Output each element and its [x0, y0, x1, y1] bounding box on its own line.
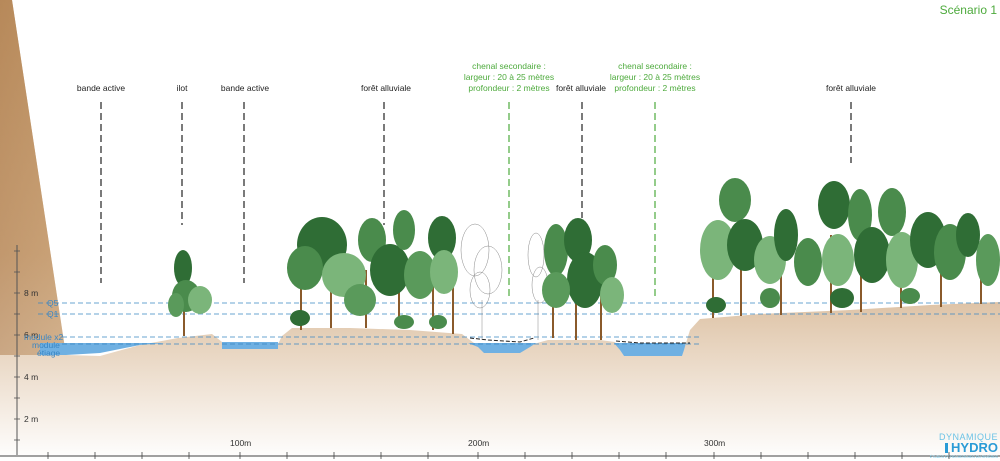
- chenal-1-line2: largeur : 20 à 25 mètres: [464, 72, 554, 82]
- chenal-1-line1: chenal secondaire :: [472, 61, 546, 71]
- secondary-channel-2-water: [614, 343, 686, 356]
- module-label: module: [32, 340, 60, 350]
- logo-top-text: DYNAMIQUE: [939, 432, 998, 442]
- label-foret-alluviale-2: forêt alluviale: [556, 83, 606, 93]
- chenal-2-line3: profondeur : 2 mètres: [614, 83, 695, 93]
- channel-2-edge-line: [615, 340, 690, 344]
- scenario-title: Scénario 1: [940, 3, 998, 17]
- channel-1-edge-line: [469, 337, 535, 343]
- secondary-channel-1-water: [468, 343, 536, 353]
- x-tick-200: 200m: [468, 438, 489, 448]
- chenal-1-line3: profondeur : 2 mètres: [468, 83, 549, 93]
- x-axis-ticks: [47, 452, 950, 459]
- q5-label: Q5: [47, 298, 59, 308]
- chenal-pointers: [508, 102, 656, 300]
- module-x2-label: module x2: [24, 332, 63, 342]
- label-pointers: [100, 102, 852, 283]
- etiage-label: étiage: [37, 348, 60, 358]
- dynamique-hydro-logo: DYNAMIQUE HYDRO ÉTUDES ET RECHERCHES EN …: [930, 432, 999, 459]
- q1-label: Q1: [47, 309, 59, 319]
- forest-3-trees: [700, 178, 1000, 318]
- forest-2-trees: [542, 218, 624, 340]
- y-tick-2: 2 m: [24, 414, 38, 424]
- label-bande-active-1: bande active: [77, 83, 125, 93]
- y-tick-4: 4 m: [24, 372, 38, 382]
- label-bande-active-2: bande active: [221, 83, 269, 93]
- chenal-2-line1: chenal secondaire :: [618, 61, 692, 71]
- y-tick-6: 6 m: [24, 330, 38, 340]
- x-tick-100: 100m: [230, 438, 251, 448]
- island-trees: [168, 250, 212, 336]
- side-water: [222, 342, 278, 349]
- logo-main-text: HYDRO: [951, 440, 998, 455]
- ghost-trees: [460, 223, 549, 340]
- y-axis-minor-ticks: [14, 250, 20, 441]
- main-channel-water: [40, 343, 166, 355]
- forest-1-trees: [287, 210, 458, 334]
- label-ilot: ilot: [177, 83, 189, 93]
- y-tick-8: 8 m: [24, 288, 38, 298]
- label-foret-alluviale-1: forêt alluviale: [361, 83, 411, 93]
- x-tick-300: 300m: [704, 438, 725, 448]
- chenal-2-line2: largeur : 20 à 25 mètres: [610, 72, 700, 82]
- logo-sub-text: ÉTUDES ET RECHERCHES EN RIVIÈRES: [930, 454, 999, 459]
- label-foret-alluviale-3: forêt alluviale: [826, 83, 876, 93]
